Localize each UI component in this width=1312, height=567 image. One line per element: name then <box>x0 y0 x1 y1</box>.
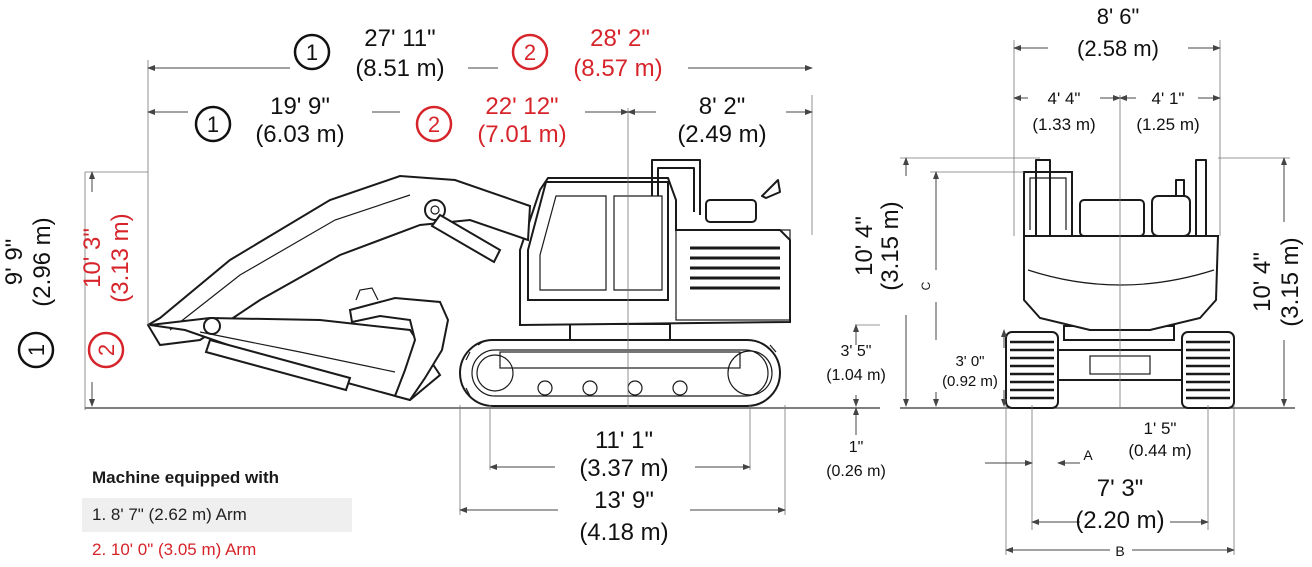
upper-width-m: (2.58 m) <box>1077 36 1159 61</box>
boom-reach-1-m: (6.03 m) <box>255 121 344 148</box>
legend-item-arm-2: 2. 10' 0" (3.05 m) Arm <box>92 540 257 559</box>
right-half-m: (1.25 m) <box>1136 115 1199 134</box>
legend-item-arm-1: 1. 8' 7" (2.62 m) Arm <box>82 498 352 532</box>
shoe-width-ft: 1' 5" <box>1144 419 1177 438</box>
legend-title: Machine equipped with <box>92 468 280 487</box>
grouser-m: (0.26 m) <box>826 463 886 480</box>
svg-text:1: 1 <box>207 112 219 137</box>
badge-1-reach: 1 <box>194 105 232 143</box>
svg-text:2: 2 <box>94 344 119 356</box>
cab-height-front-ft: 10' 4" <box>1249 252 1276 312</box>
svg-text:2: 2 <box>524 40 536 65</box>
clearance-ft: 3' 5" <box>841 343 872 360</box>
height-2-m: (3.13 m) <box>107 213 134 302</box>
excavator-front-view <box>1005 159 1235 409</box>
overall-length-1-m: (8.51 m) <box>355 55 444 82</box>
label-a: A <box>1083 447 1093 463</box>
cw-clearance-ft: 3' 0" <box>955 353 984 370</box>
shoe-width-m: (0.44 m) <box>1128 441 1191 460</box>
label-b: B <box>1115 543 1124 559</box>
cab-height-front-m: (3.15 m) <box>1277 237 1304 326</box>
excavator-side-view <box>146 159 791 407</box>
left-half-m: (1.33 m) <box>1032 115 1095 134</box>
upper-width-ft: 8' 6" <box>1097 4 1140 29</box>
tail-swing-m: (2.49 m) <box>677 121 766 148</box>
height-1-ft: 9' 9" <box>1 239 28 285</box>
cab-height-side-m: (3.15 m) <box>877 201 904 290</box>
badge-1-height: 1 <box>17 331 55 369</box>
tumbler-m: (3.37 m) <box>579 455 668 482</box>
badge-2-overall: 2 <box>511 33 549 71</box>
boom-reach-2-ft: 22' 12" <box>485 93 558 120</box>
clearance-m: (1.04 m) <box>826 367 886 384</box>
tumbler-ft: 11' 1" <box>595 427 653 454</box>
track-length-ft: 13' 9" <box>594 487 654 514</box>
label-c: C <box>919 281 933 290</box>
height-1-m: (2.96 m) <box>29 217 56 306</box>
svg-text:2: 2 <box>428 112 440 137</box>
badge-1-overall: 1 <box>293 33 331 71</box>
boom-reach-2-m: (7.01 m) <box>477 121 566 148</box>
tail-swing-ft: 8' 2" <box>699 93 745 120</box>
svg-text:1: 1 <box>306 40 318 65</box>
cab-height-side-ft: 10' 4" <box>851 216 878 276</box>
overall-length-2-ft: 28' 2" <box>590 25 650 52</box>
right-half-ft: 4' 1" <box>1152 89 1185 108</box>
cw-clearance-m: (0.92 m) <box>942 373 998 390</box>
badge-2-height: 2 <box>87 331 125 369</box>
left-half-ft: 4' 4" <box>1048 89 1081 108</box>
boom-reach-1-ft: 19' 9" <box>270 93 330 120</box>
gauge-ft: 7' 3" <box>1097 475 1143 502</box>
grouser-ft: 1" <box>849 439 864 456</box>
gauge-m: (2.20 m) <box>1075 507 1164 534</box>
height-2-ft: 10' 3" <box>79 228 106 288</box>
track-length-m: (4.18 m) <box>579 519 668 546</box>
overall-length-2-m: (8.57 m) <box>573 55 662 82</box>
overall-length-1-ft: 27' 11" <box>364 25 435 52</box>
badge-2-reach: 2 <box>415 105 453 143</box>
svg-text:1: 1 <box>24 344 49 356</box>
